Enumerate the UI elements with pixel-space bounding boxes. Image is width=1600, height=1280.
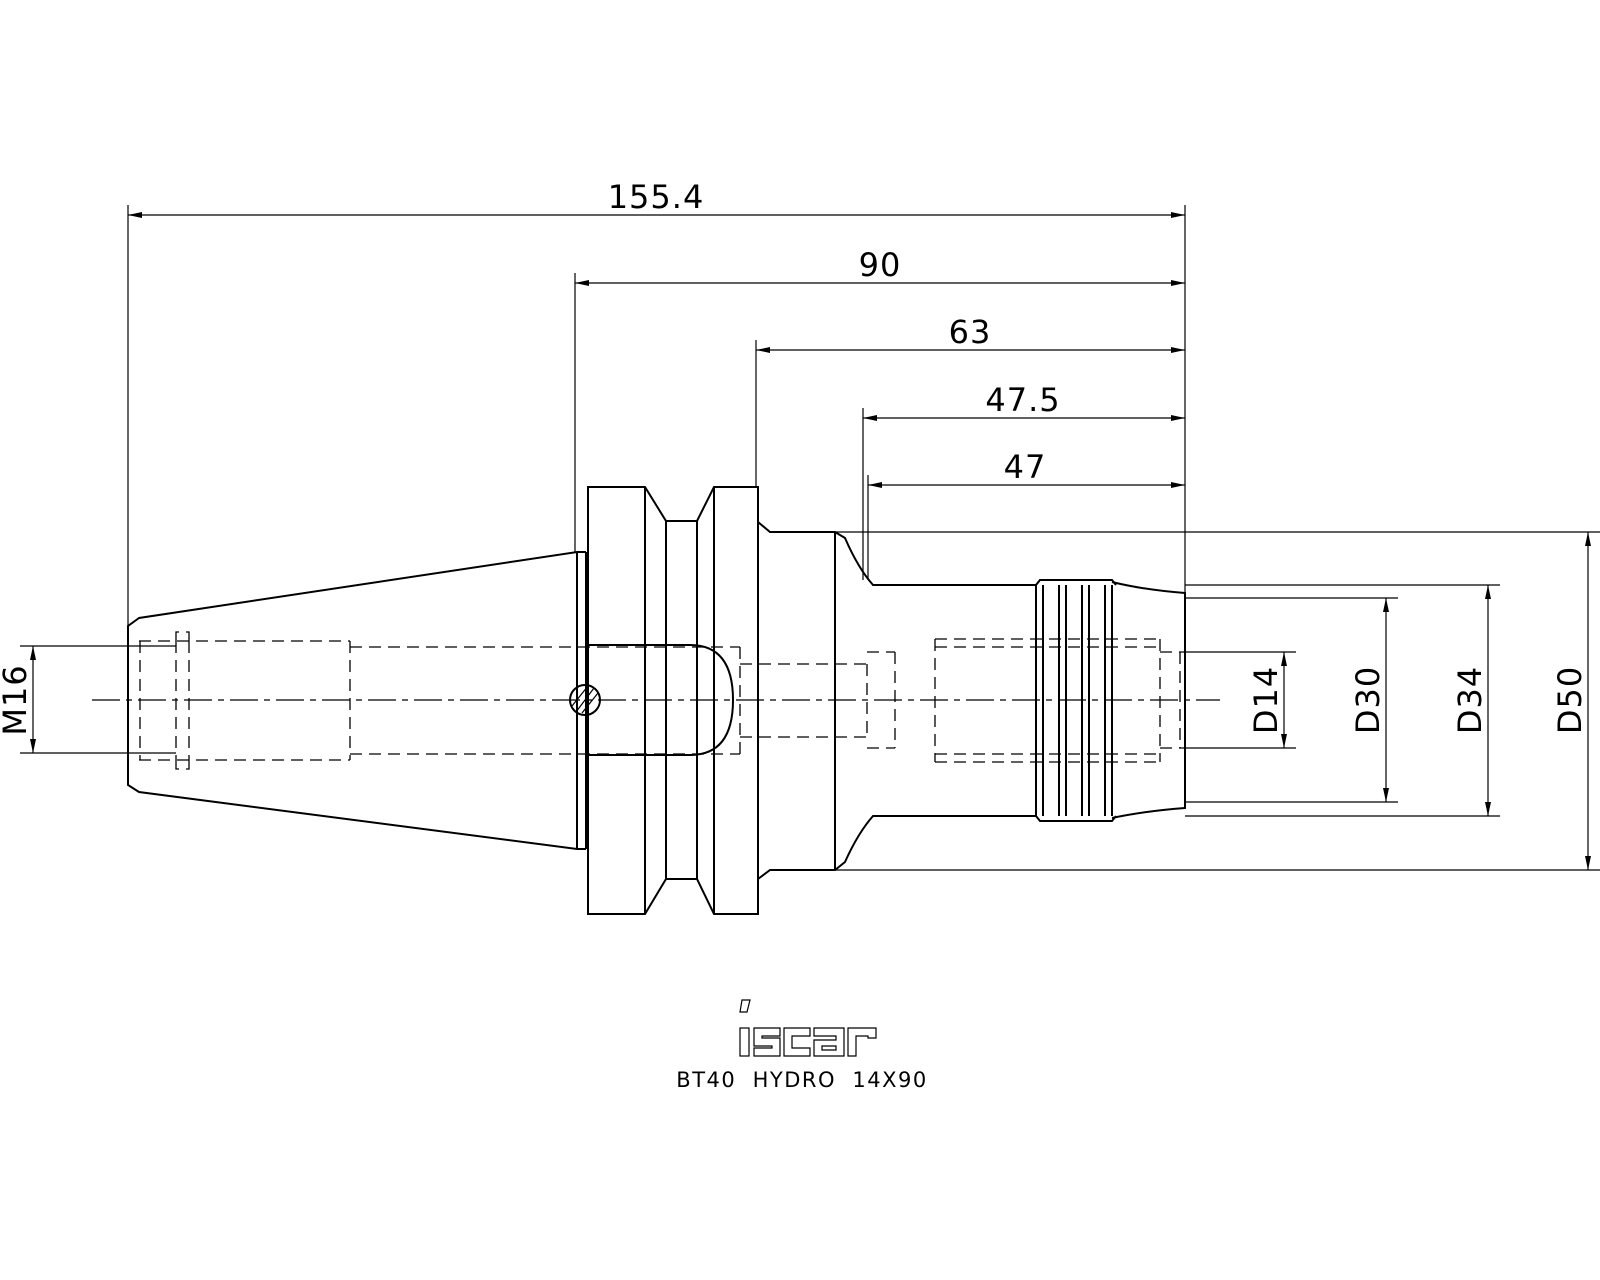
product-caption: BT40 HYDRO 14X90 (676, 1068, 927, 1092)
iscar-logo (739, 999, 877, 1057)
diameter-dimensions: M16 D14 D30 D34 D50 (0, 531, 1600, 871)
dim-bore-diameter: D14 (1247, 666, 1285, 734)
drive-slot (586, 644, 735, 756)
dim-thread: M16 (0, 664, 34, 735)
dim-overall-length: 155.4 (608, 178, 705, 216)
dim-gauge-to-end: 90 (859, 246, 902, 284)
dim-body-diameter: D34 (1451, 666, 1489, 734)
dim-neck-length: 47.5 (985, 381, 1060, 419)
dim-nose-diameter: D30 (1349, 666, 1387, 734)
dim-collar-diameter: D50 (1551, 666, 1589, 734)
length-dimensions: 155.4 90 63 47.5 47 (127, 178, 1186, 626)
dim-clamp-length: 47 (1004, 448, 1047, 486)
dim-flange-to-end: 63 (949, 313, 992, 351)
